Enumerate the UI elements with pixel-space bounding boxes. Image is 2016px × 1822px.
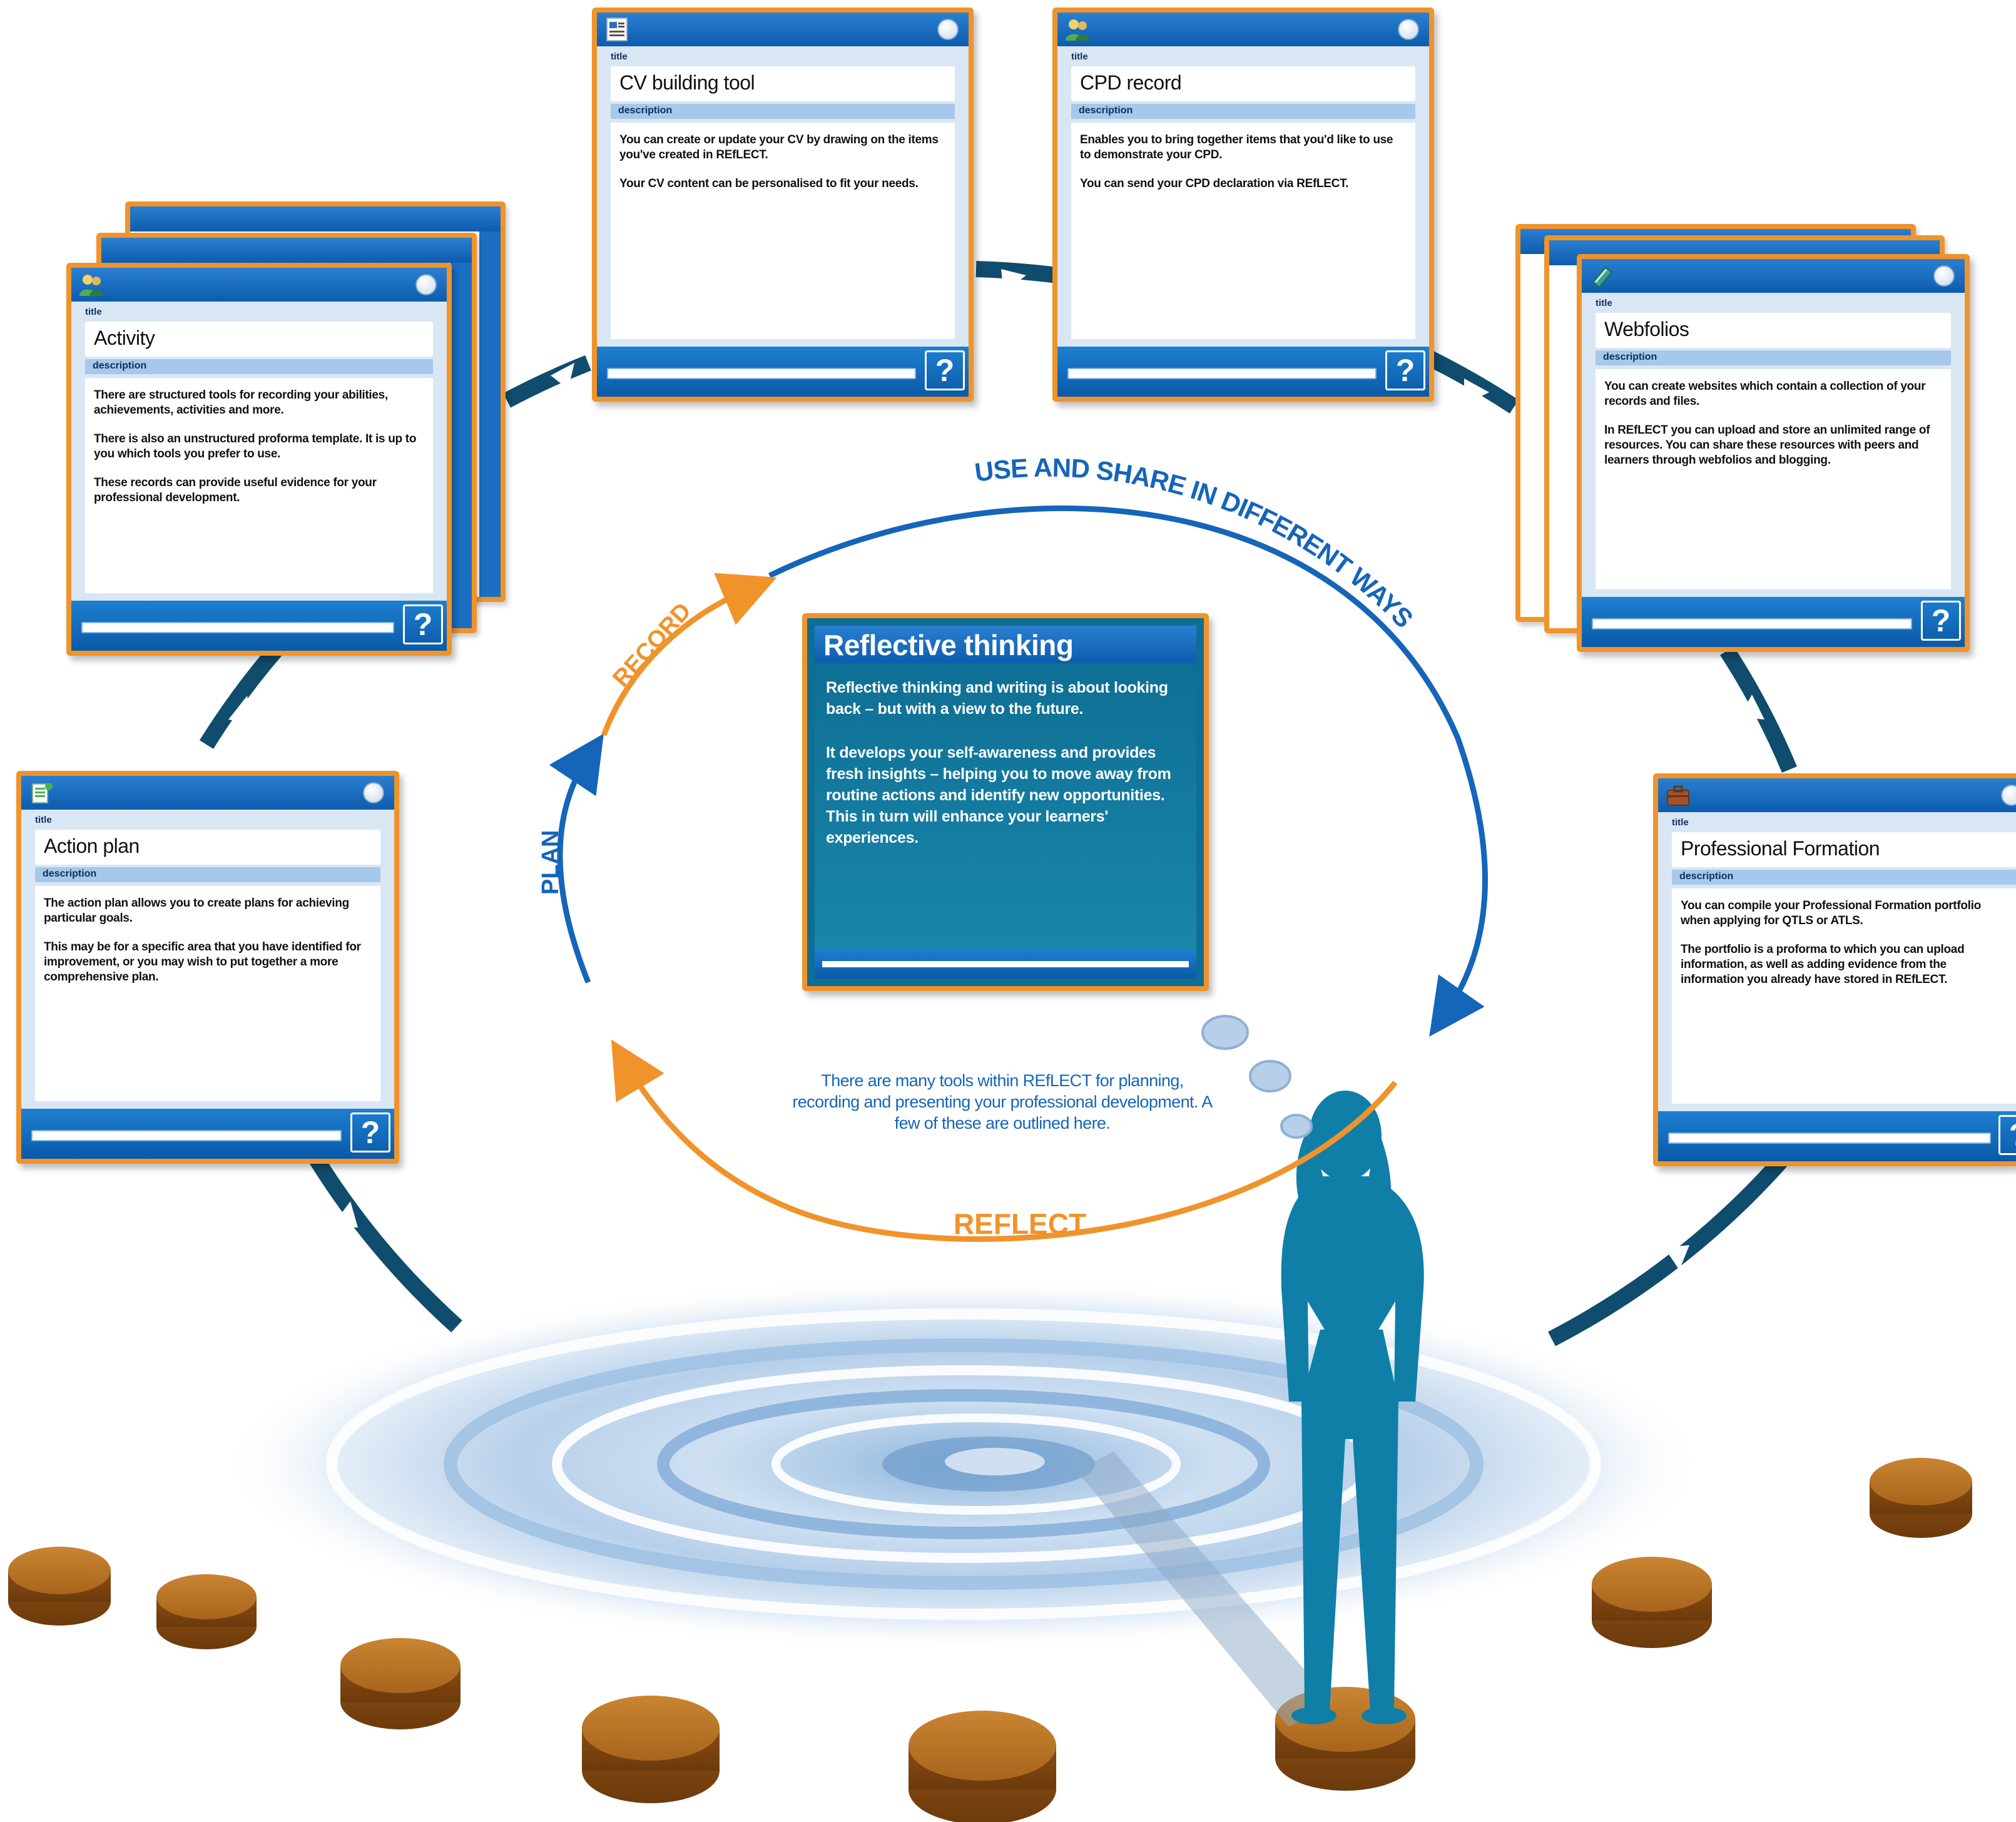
stepping-stones (8, 1458, 1972, 1822)
person-shadow (1076, 1452, 1333, 1727)
title-field-label: title (1672, 817, 1689, 828)
card-title: Action plan (35, 830, 380, 865)
close-icon[interactable] (363, 782, 384, 803)
scroll-bar[interactable] (1592, 618, 1912, 629)
stone (909, 1711, 1056, 1822)
description-field-label: description (1672, 870, 2016, 885)
title-field-label: title (611, 51, 628, 62)
reflective-thinking-panel: Reflective thinking Reflective thinking … (802, 613, 1209, 991)
card-activity[interactable]: title Activity description There are str… (66, 263, 452, 656)
close-icon[interactable] (2001, 785, 2016, 806)
card-title: Webfolios (1596, 313, 1951, 348)
title-field-label: title (1071, 51, 1088, 62)
reflect-label: REFLECT (954, 1208, 1086, 1240)
close-icon[interactable] (1933, 265, 1955, 287)
description-field-label: description (1596, 350, 1951, 365)
scroll-bar[interactable] (1668, 1132, 1991, 1144)
document-icon (603, 16, 631, 43)
reflect-arc (611, 1039, 1398, 1242)
card-title: Professional Formation (1672, 832, 2016, 867)
card-description: You can compile your Professional Format… (1672, 888, 2016, 1104)
help-button[interactable]: ? (350, 1112, 390, 1153)
stone (582, 1696, 720, 1803)
description-field-label: description (611, 104, 955, 119)
help-button[interactable]: ? (1385, 350, 1425, 390)
outer-ring-chevrons (228, 269, 1764, 1270)
title-field-label: title (1596, 298, 1612, 308)
help-button[interactable]: ? (925, 350, 965, 390)
stone (340, 1638, 461, 1729)
description-field-label: description (35, 867, 380, 882)
plan-label: PLAN (537, 830, 564, 895)
scroll-bar[interactable] (31, 1130, 342, 1141)
scroll-bar[interactable] (1067, 368, 1377, 379)
use-share-label: USE AND SHARE IN DIFFERENT WAYS (973, 452, 1418, 633)
help-button[interactable]: ? (1998, 1115, 2016, 1155)
card-header (71, 268, 447, 302)
use-share-arc (768, 505, 1488, 1037)
tools-note: There are many tools within REfLECT for … (792, 1071, 1213, 1132)
reflective-thinking-body: Reflective thinking and writing is about… (815, 663, 1196, 950)
description-field-label: description (1071, 104, 1415, 119)
card-title: CPD record (1071, 66, 1415, 101)
stone (1592, 1557, 1712, 1648)
card-action-plan[interactable]: title Action plan description The action… (16, 771, 399, 1164)
close-icon[interactable] (1398, 19, 1419, 40)
help-button[interactable]: ? (1921, 601, 1961, 641)
briefcase-icon (1664, 782, 1692, 808)
close-icon[interactable] (415, 274, 437, 295)
card-header (1582, 259, 1965, 293)
card-title: Activity (85, 322, 433, 357)
people-icon (1064, 16, 1091, 43)
close-icon[interactable] (937, 19, 959, 40)
card-description: You can create websites which contain a … (1596, 369, 1951, 589)
card-header (1057, 13, 1429, 46)
card-header (1658, 778, 2016, 812)
title-field-label: title (85, 307, 102, 317)
record-label: RECORD (608, 598, 696, 692)
card-webfolios[interactable]: title Webfolios description You can crea… (1577, 254, 1970, 652)
card-header (597, 13, 969, 46)
clipboard-icon (28, 780, 55, 806)
scroll-bar[interactable] (607, 368, 916, 379)
title-field-label: title (35, 815, 52, 825)
stone (8, 1547, 111, 1626)
book-icon (1588, 263, 1616, 289)
description-field-label: description (85, 359, 433, 374)
card-description: You can create or update your CV by draw… (611, 123, 955, 339)
stone (1870, 1458, 1972, 1538)
scroll-bar (822, 961, 1189, 967)
help-button[interactable]: ? (403, 604, 443, 644)
card-description: Enables you to bring together items that… (1071, 123, 1415, 339)
card-title: CV building tool (611, 66, 955, 101)
reflective-thinking-title: Reflective thinking (815, 626, 1196, 663)
people-icon (78, 272, 105, 298)
card-cpd-record[interactable]: title CPD record description Enables you… (1052, 8, 1434, 402)
card-cv-building-tool[interactable]: title CV building tool description You c… (592, 8, 974, 402)
card-professional-formation[interactable]: title Professional Formation description… (1653, 773, 2016, 1166)
stone (156, 1574, 257, 1649)
thought-bubbles (1201, 1015, 1313, 1139)
plan-arc (549, 733, 604, 984)
scroll-bar[interactable] (81, 622, 394, 633)
card-description: The action plan allows you to create pla… (35, 886, 380, 1101)
card-header (21, 776, 394, 810)
card-description: There are structured tools for recording… (85, 378, 433, 593)
record-arc (601, 573, 777, 736)
